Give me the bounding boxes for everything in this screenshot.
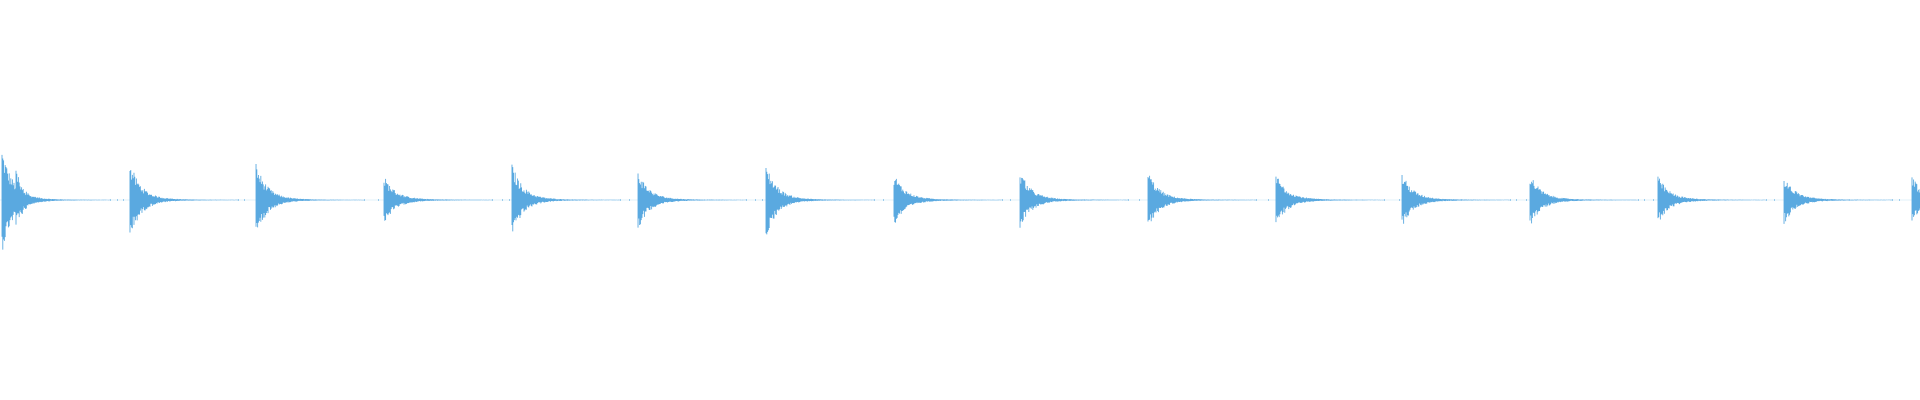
- waveform-transient: [1401, 175, 1591, 224]
- waveform-tail-sample: [1766, 199, 1767, 201]
- waveform-tail-sample: [1892, 199, 1893, 201]
- waveform-transient-body: [1529, 180, 1639, 224]
- waveform-transient: [637, 173, 826, 228]
- waveform-tail-sample: [762, 199, 763, 201]
- waveform-tail-sample: [1268, 199, 1269, 201]
- waveform-transient-body: [1783, 181, 1893, 224]
- waveform-tail-sample: [117, 199, 118, 201]
- waveform-tail-sample: [1899, 199, 1900, 201]
- waveform-tail-sample: [492, 199, 493, 201]
- waveform-tail-sample: [1638, 199, 1639, 201]
- waveform-transient: [1783, 181, 1914, 224]
- waveform-transient-body: [637, 173, 747, 228]
- waveform-tail-sample: [629, 199, 630, 201]
- waveform-transient: [1657, 176, 1850, 220]
- waveform-tail-sample: [1644, 199, 1645, 201]
- waveform-tail-sample: [1526, 199, 1527, 201]
- waveform-transient-body: [511, 164, 621, 232]
- waveform-transient-body: [1911, 177, 1920, 221]
- waveform-tail-sample: [1139, 199, 1140, 201]
- waveform-tail-sample: [874, 199, 875, 201]
- waveform-tail-sample: [244, 199, 245, 201]
- waveform-transient-body: [1147, 175, 1257, 222]
- waveform-transient: [511, 164, 692, 232]
- waveform-tail-sample: [1128, 199, 1129, 201]
- waveform-transient: [255, 163, 447, 228]
- waveform-tail-sample: [1256, 199, 1257, 201]
- waveform-transient-body: [1657, 176, 1767, 220]
- waveform-tail-sample: [883, 199, 884, 201]
- waveform-tail-sample: [755, 199, 756, 201]
- waveform-tail-sample: [620, 199, 621, 201]
- waveform-transient: [1911, 177, 1920, 221]
- waveform-transient-body: [1401, 175, 1511, 224]
- waveform-tail-sample: [1510, 199, 1511, 201]
- waveform-tail-sample: [1002, 199, 1003, 201]
- waveform-transient-body: [765, 167, 875, 235]
- waveform-tail-sample: [238, 199, 239, 201]
- waveform-tail-sample: [509, 199, 510, 201]
- waveform-tail-sample: [110, 199, 111, 201]
- waveform-transient-body: [129, 169, 239, 233]
- waveform-tail-sample: [378, 199, 379, 201]
- waveform-tail-sample: [364, 199, 365, 201]
- waveform-tail-sample: [1384, 199, 1385, 201]
- waveform-tail-sample: [502, 199, 503, 201]
- waveform-tail-sample: [1653, 199, 1654, 201]
- waveform-transient-body: [255, 163, 365, 228]
- waveform-group: [0, 154, 1920, 250]
- waveform-tail-sample: [1010, 199, 1011, 201]
- waveform-tail-sample: [1516, 199, 1517, 201]
- waveform-transient-body: [1019, 177, 1129, 228]
- waveform-transient-body: [383, 178, 493, 221]
- waveform-transient-body: [893, 178, 1003, 223]
- waveform-tail-sample: [1399, 199, 1400, 201]
- waveform-transient: [765, 167, 945, 235]
- waveform-transient-body: [1275, 176, 1385, 223]
- waveform-tail-sample: [1774, 199, 1775, 201]
- waveform-tail-sample: [123, 199, 124, 201]
- waveform-tail-sample: [746, 199, 747, 201]
- waveform-echo: [15, 170, 57, 225]
